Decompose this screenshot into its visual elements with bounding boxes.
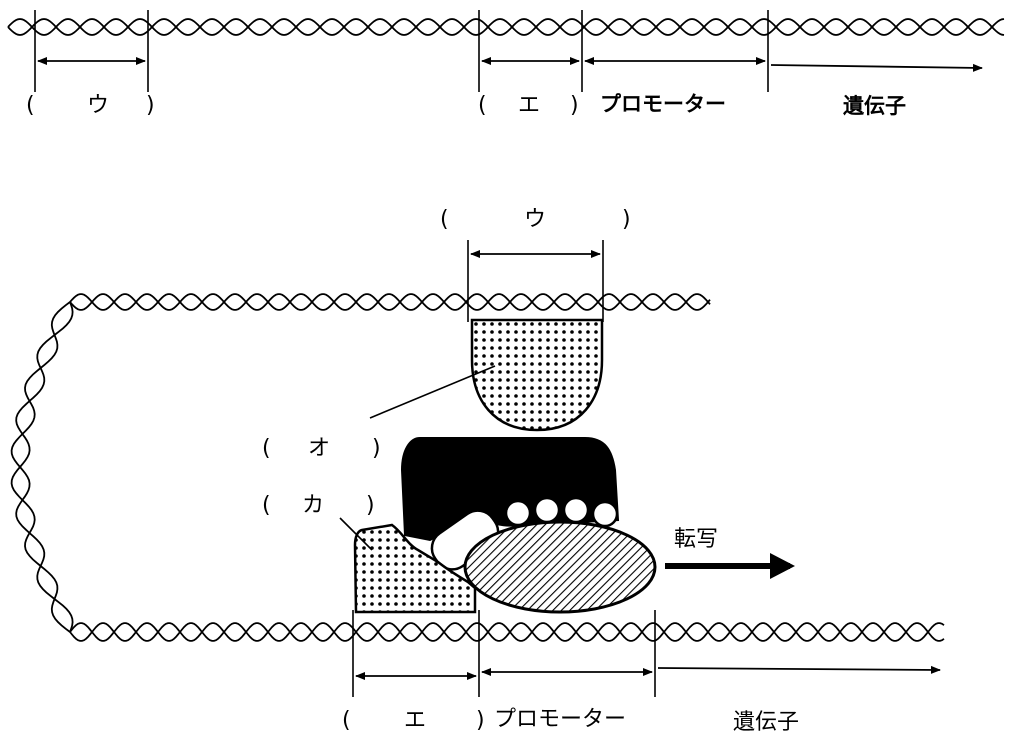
o-pointer-line (369, 365, 496, 419)
top-e-paren-open: ( (478, 93, 487, 118)
white-beads (504, 496, 619, 528)
general-factor (353, 523, 477, 614)
bottom-u-paren-open: ( (440, 207, 449, 232)
ka-label: カ (302, 493, 324, 518)
top-u-paren-open: ( (26, 93, 35, 118)
rna-polymerase (463, 520, 657, 614)
top-dna-helix (7, 18, 1005, 36)
top-boundary-lines (34, 10, 769, 92)
bottom-e-paren-close: ) (476, 708, 485, 733)
ka-paren-close: ) (366, 493, 375, 518)
bottom-e-label: エ (404, 708, 426, 733)
bottom-u-paren-close: ) (622, 207, 631, 232)
transcription-arrow-head (770, 553, 795, 579)
top-u-label: ウ (87, 93, 109, 118)
top-span-arrows (37, 57, 983, 72)
ka-paren-open: ( (262, 493, 271, 518)
top-gene-label: 遺伝子 (843, 94, 906, 118)
top-promoter-label: プロモーター (600, 92, 726, 116)
bottom-boundary-lines (352, 240, 656, 697)
bottom-gene-label: 遺伝子 (733, 710, 799, 735)
bottom-gene-arrow (657, 665, 941, 674)
bottom-u-label: ウ (524, 207, 546, 232)
ka-pointer-line (339, 517, 373, 551)
o-paren-open: ( (262, 436, 271, 461)
top-gene-arrow (770, 63, 983, 72)
activator-protein (470, 318, 604, 432)
top-u-paren-close: ) (146, 93, 155, 118)
transcription-label: 転写 (674, 527, 718, 552)
top-e-paren-close: ) (570, 93, 579, 118)
o-label: オ (308, 436, 330, 461)
bottom-promoter-label: プロモーター (494, 707, 626, 732)
top-e-label: エ (518, 93, 540, 118)
bottom-e-paren-open: ( (342, 708, 351, 733)
o-paren-close: ) (372, 436, 381, 461)
